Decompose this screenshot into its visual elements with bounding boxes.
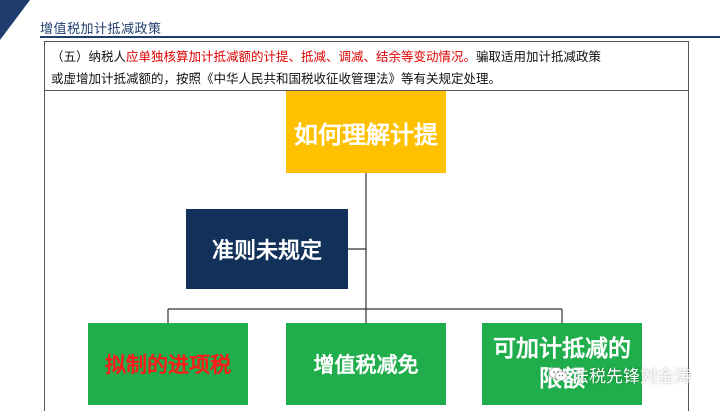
paragraph-highlight: 应单独核算加计抵减额的计提、抵减、调减、结余等变动情况。 (126, 49, 477, 64)
header-accent-shape (0, 0, 30, 40)
slide-header: 增值税加计抵减政策 (0, 0, 720, 40)
node-child-2: 增值税减免 (286, 323, 446, 405)
wechat-icon (548, 366, 568, 382)
diagram-frame (44, 91, 689, 411)
paragraph-prefix: （五）纳税人 (51, 49, 127, 64)
header-divider (40, 36, 720, 38)
watermark: 法税先锋刘金涛 (548, 362, 691, 387)
node-side: 准则未规定 (186, 209, 348, 289)
paragraph-line1-rest: 骗取适用加计抵减政策 (476, 49, 602, 64)
node-root: 如何理解计提 (286, 91, 446, 173)
paragraph-line2: 或虚增加计抵减额的，按照《中华人民共和国税收征收管理法》等有关规定处理。 (51, 71, 502, 86)
watermark-text: 法税先锋刘金涛 (572, 366, 691, 387)
node-child-1: 拟制的进项税 (88, 323, 248, 405)
slide-title: 增值税加计抵减政策 (40, 22, 162, 37)
policy-paragraph: （五）纳税人应单独核算加计抵减额的计提、抵减、调减、结余等变动情况。骗取适用加计… (44, 41, 689, 91)
node-child-3: 可加计抵减的限额 (482, 323, 642, 405)
